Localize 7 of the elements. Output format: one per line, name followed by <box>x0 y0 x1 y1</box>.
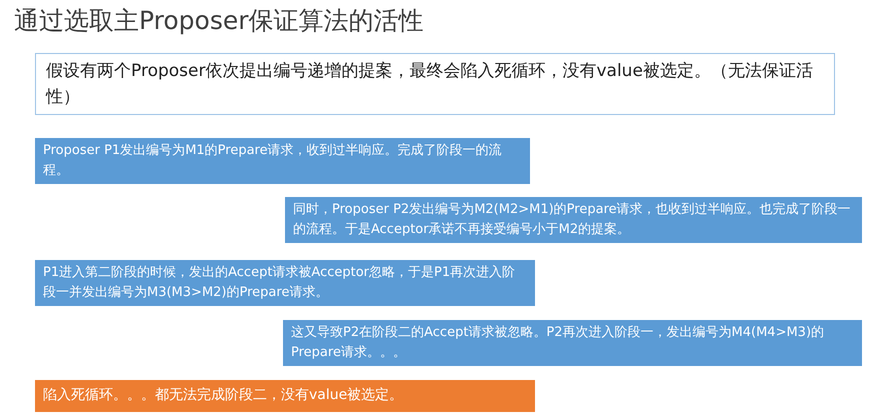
premise-box: 假设有两个Proposer依次提出编号递增的提案，最终会陷入死循环，没有value被选定。（无法保证活性） <box>35 53 835 115</box>
step-box: P1进入第二阶段的时候，发出的Accept请求被Acceptor忽略，于是P1再次进入阶段一并发出编号为M3(M3>M2)的Prepare请求。 <box>35 260 535 306</box>
slide-title: 通过选取主Proposer保证算法的活性 <box>14 5 424 37</box>
conclusion-box: 陷入死循环。。。都无法完成阶段二，没有value被选定。 <box>35 380 535 412</box>
step-box: 这又导致P2在阶段二的Accept请求被忽略。P2再次进入阶段一，发出编号为M4(M4>M3)的Prepare请求。。。 <box>283 320 862 366</box>
step-box: 同时，Proposer P2发出编号为M2(M2>M1)的Prepare请求，也收到过半响应。也完成了阶段一的流程。于是Acceptor承诺不再接受编号小于M2的提案。 <box>285 197 862 243</box>
step-box: Proposer P1发出编号为M1的Prepare请求，收到过半响应。完成了阶段一的流程。 <box>35 138 530 184</box>
